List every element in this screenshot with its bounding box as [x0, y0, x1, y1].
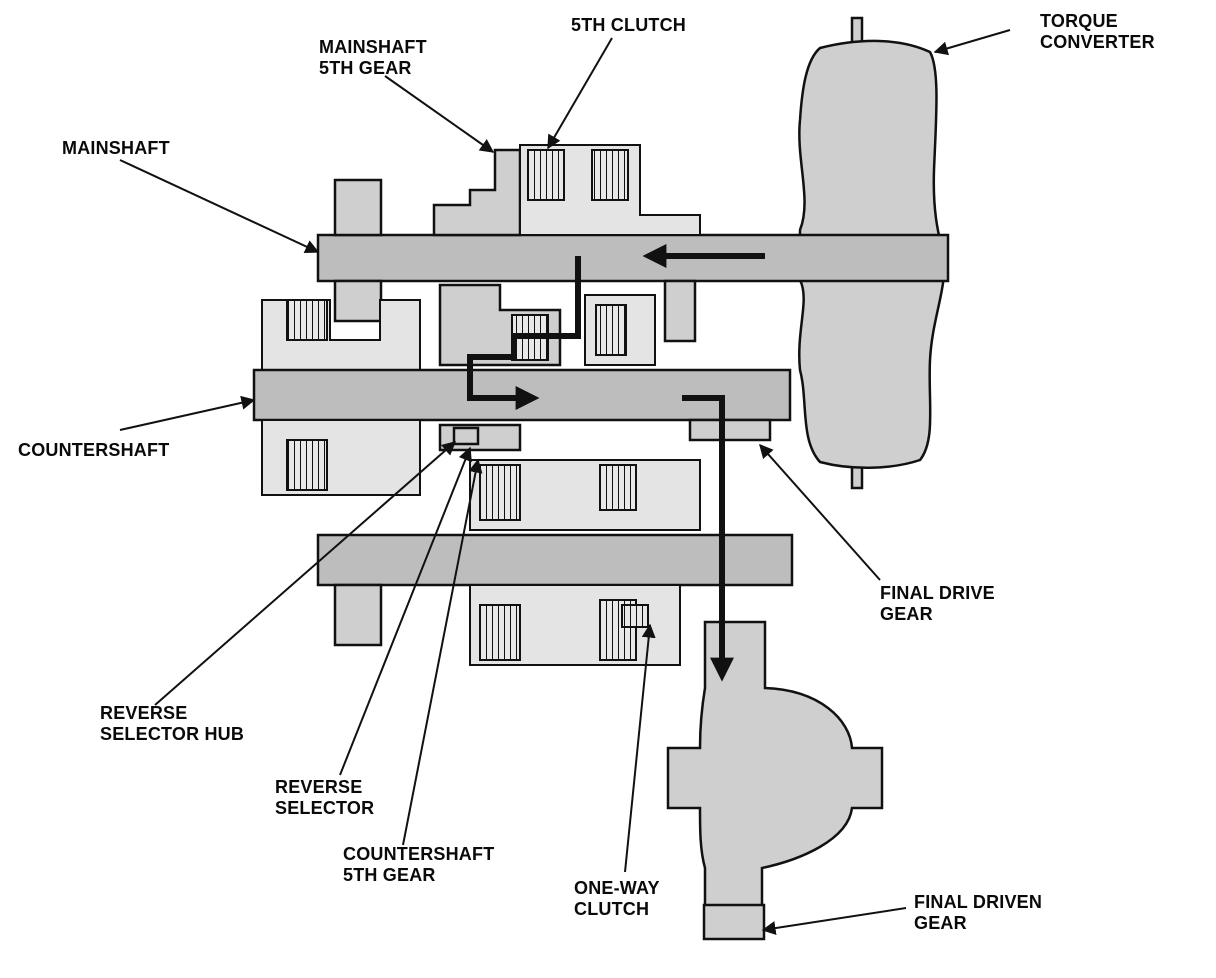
label-final-driven-gear-line-1: FINAL DRIVEN — [914, 892, 1043, 912]
label-torque-converter: TORQUE CONVERTER — [1040, 11, 1155, 53]
label-one-way-clutch-line-2: CLUTCH — [574, 899, 650, 919]
differential-assembly — [666, 620, 884, 941]
label-mainshaft: MAINSHAFT — [62, 138, 170, 159]
label-torque-converter-line-1: TORQUE — [1040, 11, 1118, 31]
label-mainshaft-5th-gear-line-2: 5TH GEAR — [319, 58, 412, 78]
leader-lines — [119, 29, 1011, 936]
label-final-driven-gear: FINAL DRIVEN GEAR — [914, 892, 1042, 934]
label-final-drive-gear-line-2: GEAR — [880, 604, 933, 624]
label-reverse-selector-hub: REVERSE SELECTOR HUB — [100, 703, 244, 745]
label-one-way-clutch-line-1: ONE-WAY — [574, 878, 660, 898]
label-mainshaft-5th-gear-line-1: MAINSHAFT — [319, 37, 427, 57]
label-5th-clutch-line-1: 5TH CLUTCH — [571, 15, 686, 35]
label-countershaft-line-1: COUNTERSHAFT — [18, 440, 170, 460]
label-mainshaft-line-1: MAINSHAFT — [62, 138, 170, 158]
label-reverse-selector-hub-line-2: SELECTOR HUB — [100, 724, 245, 744]
label-countershaft-5th-gear-line-2: 5TH GEAR — [343, 865, 436, 885]
label-countershaft-5th-gear-line-1: COUNTERSHAFT — [343, 844, 495, 864]
label-countershaft: COUNTERSHAFT — [18, 440, 169, 461]
secondary-shaft-assembly — [316, 459, 794, 666]
power-flow-path — [467, 244, 765, 682]
label-reverse-selector-hub-line-1: REVERSE — [100, 703, 188, 723]
label-countershaft-5th-gear: COUNTERSHAFT 5TH GEAR — [343, 844, 494, 886]
label-final-drive-gear: FINAL DRIVE GEAR — [880, 583, 995, 625]
label-reverse-selector-line-1: REVERSE — [275, 777, 363, 797]
label-final-driven-gear-line-2: GEAR — [914, 913, 967, 933]
label-reverse-selector: REVERSE SELECTOR — [275, 777, 374, 819]
label-final-drive-gear-line-1: FINAL DRIVE — [880, 583, 995, 603]
label-one-way-clutch: ONE-WAY CLUTCH — [574, 878, 660, 920]
label-mainshaft-5th-gear: MAINSHAFT 5TH GEAR — [319, 37, 427, 79]
mainshaft-assembly — [316, 144, 950, 343]
label-torque-converter-line-2: CONVERTER — [1040, 32, 1155, 52]
center-gear-cluster — [261, 283, 656, 371]
label-reverse-selector-line-2: SELECTOR — [275, 798, 375, 818]
label-5th-clutch: 5TH CLUTCH — [571, 15, 686, 36]
